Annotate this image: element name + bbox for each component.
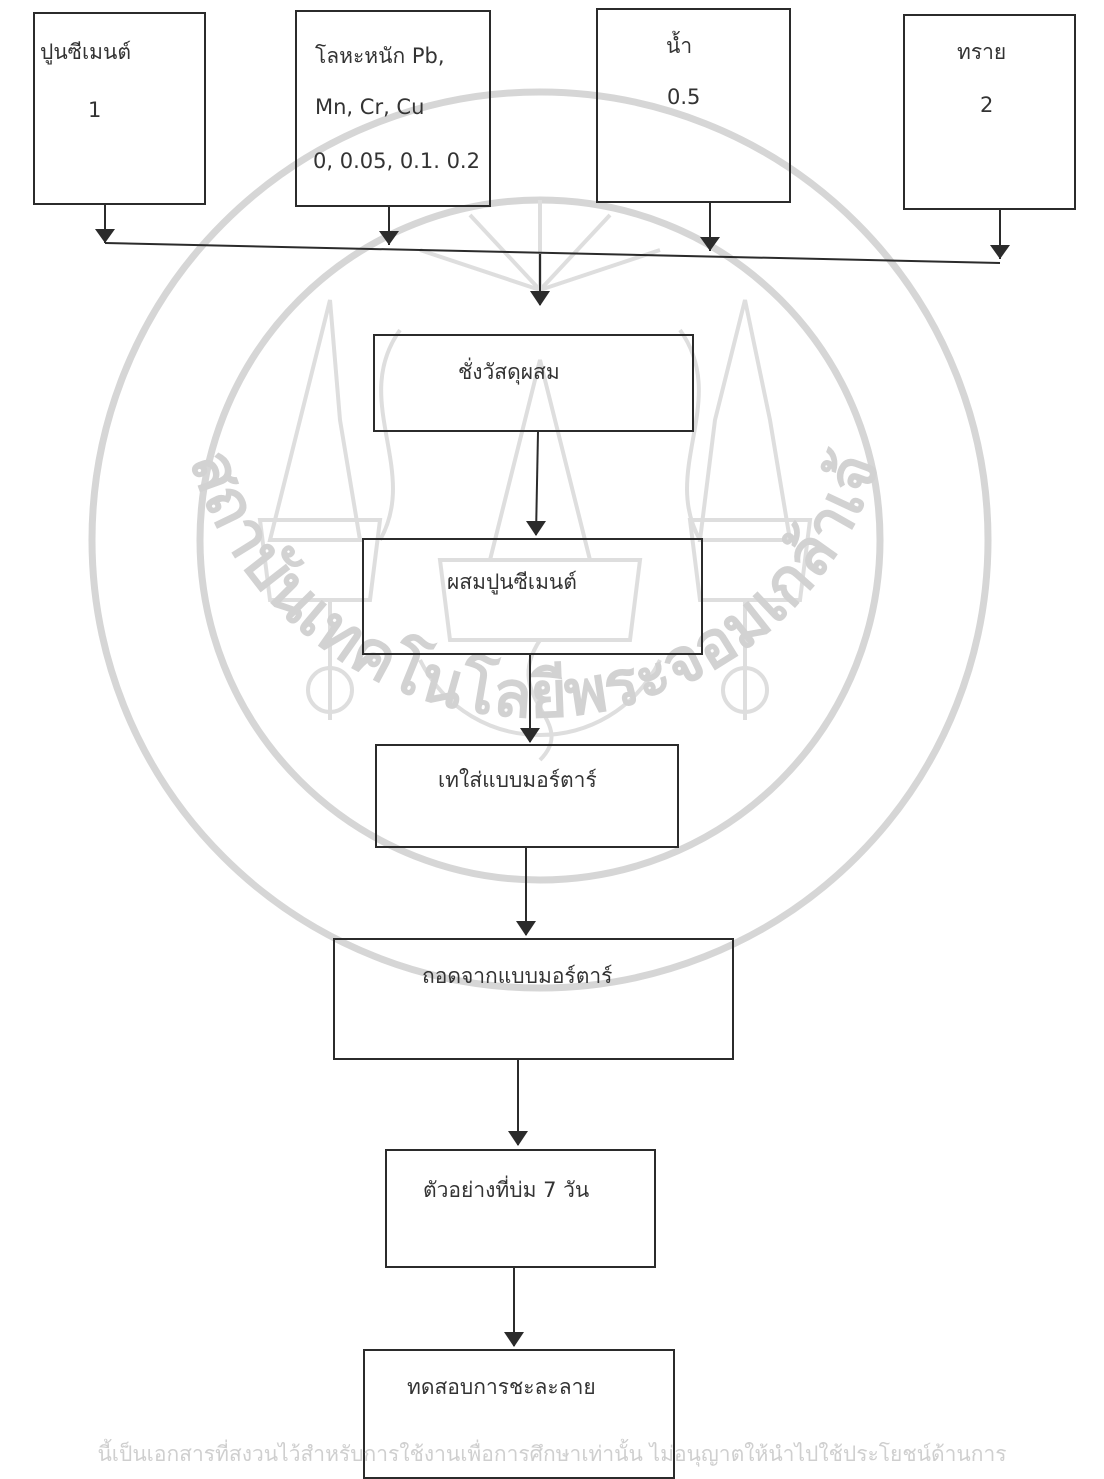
step-label-demold: ถอดจากแบบมอร์ตาร์ — [422, 964, 613, 988]
input-label-sand: ทราย — [957, 40, 1007, 64]
input-label-heavy-metals: โลหะหนัก Pb, — [315, 44, 445, 68]
input-value-water: 0.5 — [667, 85, 701, 109]
step-pour-mold — [375, 744, 679, 848]
input-box-water — [596, 8, 791, 203]
step-label-pour-mold: เทใส่แบบมอร์ตาร์ — [438, 768, 597, 792]
input-label-water: น้ำ — [666, 34, 693, 58]
step-weigh-materials — [373, 334, 694, 432]
step-demold — [333, 938, 734, 1060]
arrowheads — [95, 229, 1010, 1347]
input-box-cement — [33, 12, 206, 205]
footer-watermark-text: นี้เป็นเอกสารที่สงวนไว้สำหรับการใช้งานเพ… — [97, 1442, 1007, 1466]
input-box-sand — [903, 14, 1076, 210]
step-label-mix-cement: ผสมปูนซีเมนต์ — [447, 570, 577, 594]
step-mix-cement — [362, 538, 703, 655]
step-label-leaching-test: ทดสอบการชะละลาย — [407, 1375, 596, 1399]
step-cure-7-days — [385, 1149, 656, 1268]
input-box-heavy-metals — [295, 10, 491, 207]
step-label-weigh-materials: ชั่งวัสดุผสม — [458, 360, 560, 384]
input-value-cement: 1 — [88, 98, 102, 122]
input-label-heavy-metals-line2: Mn, Cr, Cu — [315, 95, 425, 119]
input-value-sand: 2 — [980, 93, 994, 117]
input-value-heavy-metals: 0, 0.05, 0.1. 0.2 — [313, 149, 480, 173]
step-label-cure-7-days: ตัวอย่างที่บ่ม 7 วัน — [423, 1178, 590, 1202]
input-label-cement: ปูนซีเมนต์ — [40, 40, 131, 64]
